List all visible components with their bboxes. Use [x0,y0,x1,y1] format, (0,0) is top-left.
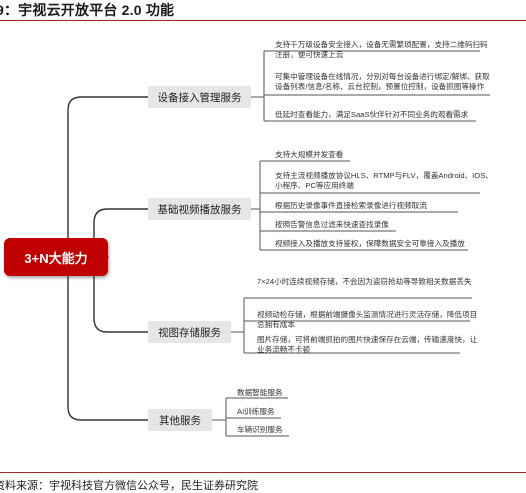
leaf-other-1: 数据智能服务 [237,388,283,397]
center-node: 3+N大能力 [4,238,108,276]
leaf-device-access-2: 可集中管理设备在线情况，分别对每台设备进行绑定/解绑、获取设备列表/信息/名称、… [275,72,490,91]
leaf-storage-2: 视频动检存储，根据前端摄像头监测情况进行灵活存储，降低项目总拥有成本 [257,310,478,329]
leaf-storage-1: 7×24小时连续视频存储，不会因为盗窃抢劫等导致相关数据丢失 [257,277,472,286]
branch-device-access: 设备接入管理服务 [148,86,251,108]
leaf-other-3: 车辆识别服务 [237,425,283,434]
figure-title: 29：宇视云开放平台 2.0 功能 [0,2,175,18]
branch-other-services: 其他服务 [148,409,212,431]
leaf-video-playback-1: 支持大规模并发查看 [275,150,344,159]
source-note: 资料来源：宇视科技官方微信公众号，民生证券研究院 [0,480,258,492]
branch-storage: 视图存储服务 [148,321,231,343]
leaf-device-access-1: 支持千万级设备安全接入，设备无需繁琐配置，支持二维码扫码注册，便可快速上云 [275,40,488,59]
footer-divider [0,472,526,473]
leaf-video-playback-5: 视频接入及播放支持鉴权，保障数据安全可靠接入及播放 [275,239,465,248]
branch-video-playback: 基础视频播放服务 [148,198,251,220]
leaf-other-2: AI训练服务 [237,407,275,416]
leaf-device-access-3: 低延时查看能力，满足SaaS伙伴针对不同业务的观看需求 [275,110,469,119]
leaf-storage-3: 图片存储，可将前端抓拍的图片快速保存在云端，传输速度快，让业务流畅不卡顿 [257,335,478,354]
leaf-video-playback-4: 按照告警信息过滤来快速查找录像 [275,220,389,229]
leaf-video-playback-3: 根据历史录像事件直接检索录像进行视频取流 [275,201,427,210]
title-divider [0,20,526,21]
leaf-video-playback-2: 支持主流视频播放协议HLS、RTMP与FLV，覆盖Android、IOS、小程序… [275,171,493,190]
